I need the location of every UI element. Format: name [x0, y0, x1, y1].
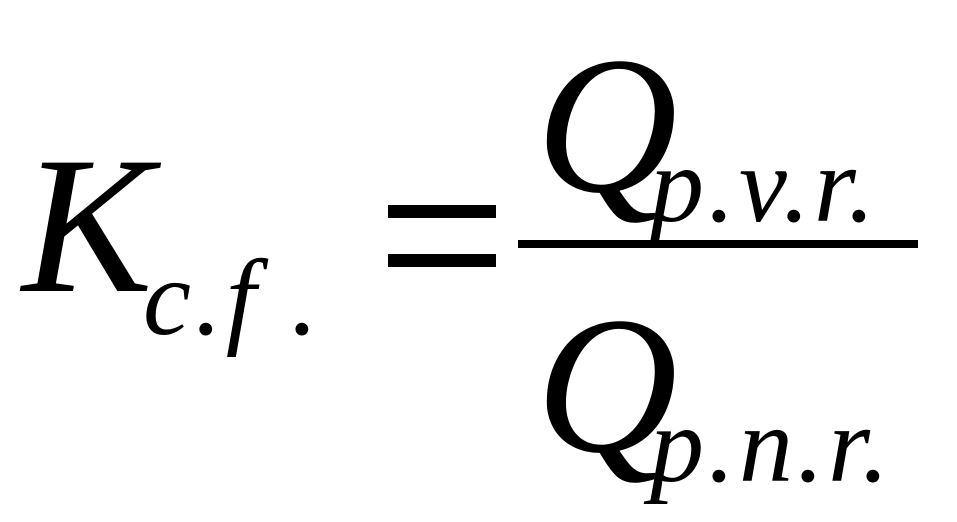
numerator-symbol: Q: [536, 17, 678, 234]
fraction-bar: [518, 240, 918, 248]
denominator-symbol: Q: [536, 277, 678, 494]
numerator-subscript: p.v.r.: [650, 126, 879, 245]
equals-bar-bottom: [388, 254, 496, 267]
denominator-subscript: p.n.r.: [650, 386, 894, 505]
lhs-subscript: c.f .: [143, 239, 322, 358]
equals-sign: [388, 205, 496, 267]
equals-bar-top: [388, 205, 496, 218]
lhs-symbol: K: [22, 117, 153, 334]
